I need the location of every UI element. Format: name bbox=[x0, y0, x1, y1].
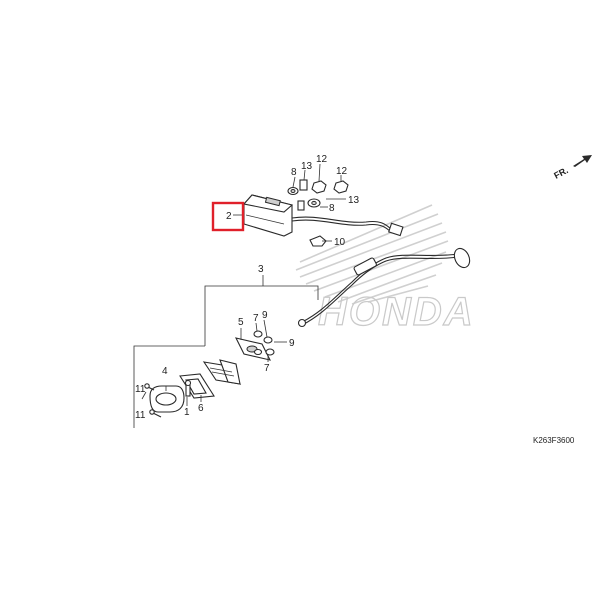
inline-connector bbox=[353, 257, 377, 276]
callout-9: 9 bbox=[289, 338, 295, 349]
callout-7: 7 bbox=[264, 363, 270, 374]
callout-6: 6 bbox=[198, 403, 204, 414]
collar bbox=[299, 179, 308, 191]
callout-8: 8 bbox=[329, 203, 335, 214]
wire-end-cap bbox=[453, 247, 471, 269]
tail-light-unit bbox=[242, 194, 294, 237]
callout-3: 3 bbox=[258, 264, 264, 275]
license-light-bracket bbox=[202, 359, 242, 385]
honda-wordmark: HONDA bbox=[318, 290, 475, 334]
ring-terminal bbox=[297, 318, 307, 328]
wire-clip bbox=[309, 235, 327, 247]
assembly-bracket bbox=[133, 275, 319, 428]
callout-8: 8 bbox=[291, 167, 297, 178]
callout-13: 13 bbox=[301, 161, 313, 172]
rubber-grommet bbox=[287, 186, 299, 196]
harness-connector bbox=[388, 222, 404, 237]
flange-nut bbox=[311, 180, 349, 194]
callout-4: 4 bbox=[162, 366, 168, 377]
callout-12: 12 bbox=[336, 166, 348, 177]
callout-7: 7 bbox=[253, 313, 259, 324]
front-arrow-icon bbox=[573, 155, 592, 167]
collar-lower bbox=[297, 200, 305, 211]
tapping-screw bbox=[144, 383, 162, 418]
screw-pin bbox=[184, 379, 192, 397]
highlight-box bbox=[211, 201, 245, 232]
license-light-gasket bbox=[179, 373, 215, 399]
callout-1: 1 bbox=[184, 407, 190, 418]
leader-lines bbox=[141, 163, 346, 406]
callout-11: 11 bbox=[135, 410, 146, 421]
callout-13: 13 bbox=[348, 195, 360, 206]
diagram-reference-code: K263F3600 bbox=[533, 436, 575, 445]
tail-light-harness bbox=[291, 216, 393, 231]
front-direction-indicator: FR. bbox=[552, 155, 592, 181]
rubber-grommet-lower bbox=[307, 198, 321, 208]
callout-10: 10 bbox=[334, 237, 346, 248]
front-direction-label: FR. bbox=[552, 165, 569, 181]
callout-2: 2 bbox=[226, 211, 232, 222]
honda-wing-watermark: HONDA bbox=[295, 204, 475, 335]
license-light-lens bbox=[149, 385, 185, 413]
callout-9: 9 bbox=[262, 310, 268, 321]
callout-11: 11 bbox=[135, 384, 146, 395]
washer-nut-set bbox=[253, 330, 275, 356]
callout-5: 5 bbox=[238, 317, 244, 328]
callout-12: 12 bbox=[316, 154, 328, 165]
